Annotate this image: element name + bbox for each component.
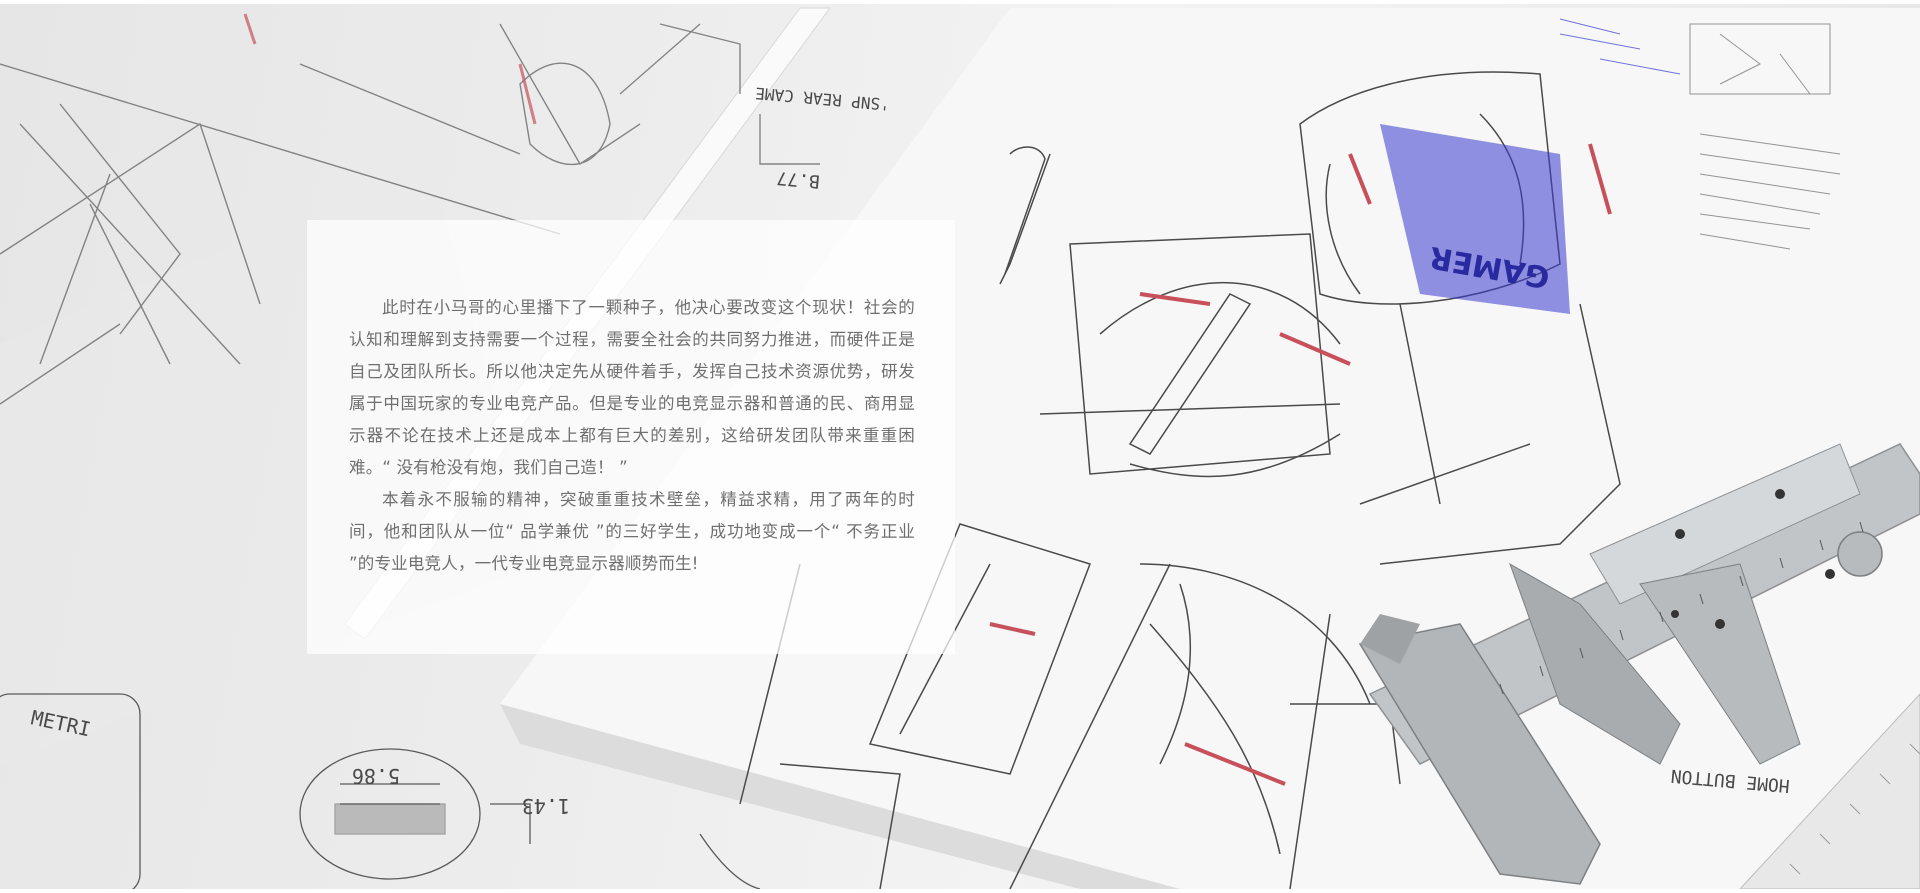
ruler-ticks	[1789, 743, 1920, 875]
main-sketch-lines	[739, 71, 1621, 889]
sketch-background-image: METRI 5.86 1.43 'SNP REAR CAME B.77	[0, 4, 1920, 889]
dim-label-143: 1.43	[522, 794, 570, 818]
story-text-body: 此时在小马哥的心里播下了一颗种子，他决心要改变这个现状！社会的认知和理解到支持需…	[349, 292, 915, 580]
story-paragraph-1: 此时在小马哥的心里播下了一颗种子，他决心要改变这个现状！社会的认知和理解到支持需…	[349, 298, 915, 477]
left-sketch-lines	[0, 23, 820, 405]
ruler-shape	[1739, 693, 1920, 889]
left-red-marks	[243, 13, 537, 125]
blue-notes	[1559, 18, 1681, 75]
caliper-scale-ticks	[1499, 521, 1864, 695]
caliper-tool	[1358, 443, 1920, 885]
camera-label: 'SNP REAR CAME	[755, 84, 891, 115]
red-accent-lines	[989, 143, 1612, 786]
dim-label-b77: B.77	[776, 167, 821, 192]
dim-label-586: 5.86	[352, 764, 400, 788]
sketch-drawing: METRI 5.86 1.43 'SNP REAR CAME B.77	[0, 7, 1920, 889]
blue-marker-block	[1380, 124, 1570, 314]
story-paragraph-2: 本着永不服输的精神，突破重重技术壁垒，精益求精，用了两年的时间，他和团队从一位“…	[349, 490, 915, 573]
paper-sheet-edge	[500, 704, 1180, 889]
story-text-card: 此时在小马哥的心里播下了一颗种子，他决心要改变这个现状！社会的认知和理解到支持需…	[307, 220, 955, 654]
gray-notes	[1689, 23, 1841, 250]
bottom-left-drawings	[0, 693, 761, 889]
